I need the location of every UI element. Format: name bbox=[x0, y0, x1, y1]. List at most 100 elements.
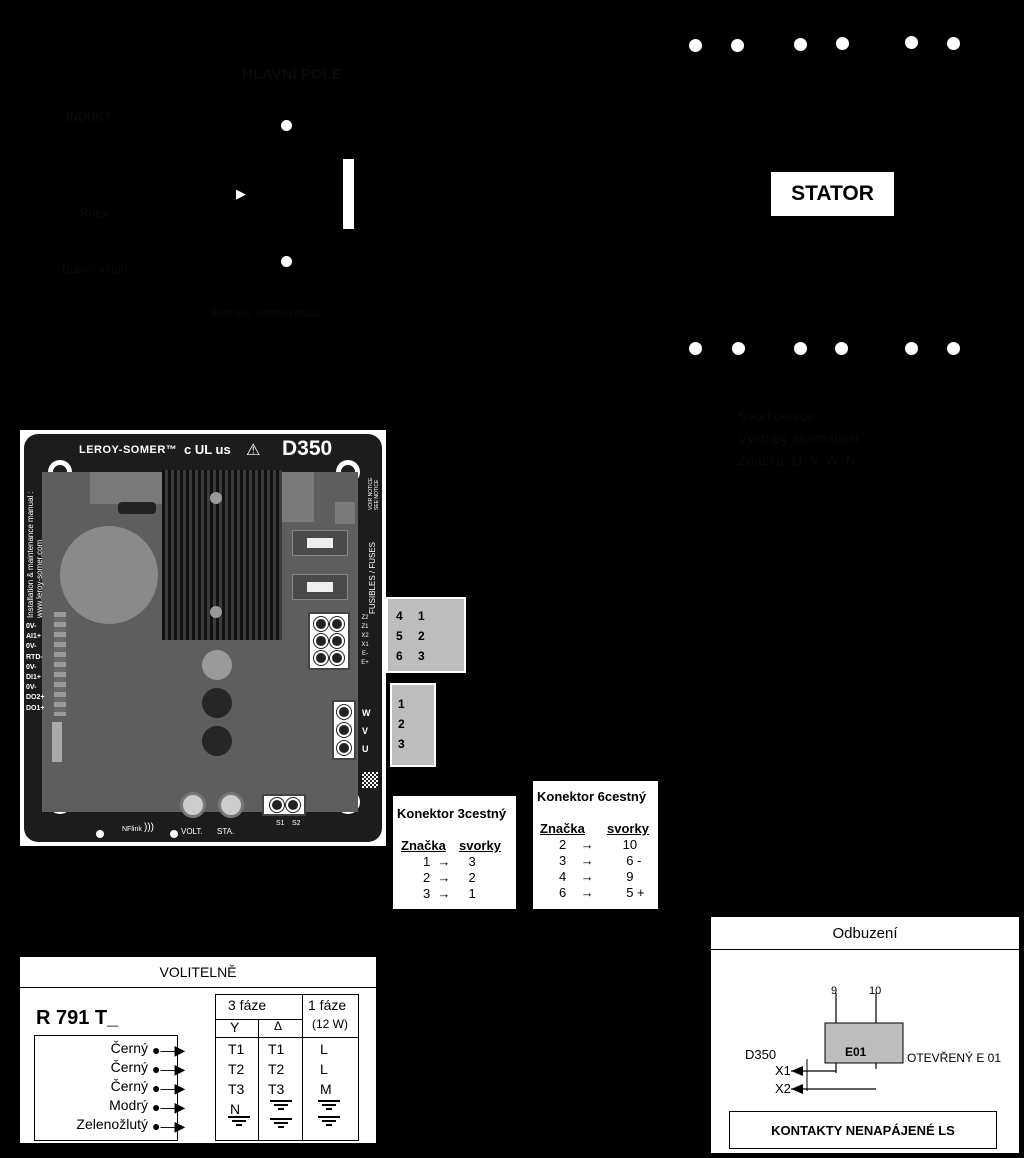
one-phase-cell: M bbox=[320, 1081, 332, 1097]
konektor3-terminal: 2 bbox=[468, 870, 476, 885]
io-pin-label: RTD- bbox=[26, 653, 43, 661]
wire-label: Modrý bbox=[109, 1097, 148, 1113]
y-cell: T3 bbox=[228, 1081, 245, 1097]
heatsink bbox=[162, 470, 282, 640]
stator-box: STATOR bbox=[771, 172, 894, 216]
terminal-10-label: 10 bbox=[869, 985, 882, 997]
odbuzeni-footer: KONTAKTY NENAPÁJENÉ LS bbox=[729, 1111, 997, 1149]
external-connector-6way: 4 1 5 2 6 3 bbox=[386, 597, 466, 673]
io-pin-label: DO1+ bbox=[26, 704, 45, 712]
capacitor bbox=[60, 526, 158, 624]
wire-arrow-icon: ●—▶ bbox=[152, 1118, 186, 1134]
qr-code-icon bbox=[362, 772, 378, 788]
odbuzeni-panel: Odbuzení 9 10 E01 OTEVŘENÝ E 01 D350 X1 … bbox=[710, 916, 1020, 1154]
delta-header: Δ bbox=[274, 1019, 283, 1033]
transformer-box bbox=[34, 1035, 178, 1141]
pot-knob[interactable] bbox=[218, 792, 244, 818]
varistor-bar bbox=[343, 159, 354, 229]
connector-pin bbox=[270, 798, 284, 812]
rotor-terminal-bottom bbox=[281, 256, 292, 267]
konektor6-col2: svorky bbox=[607, 821, 649, 836]
konektor3-row: 3 → 1 bbox=[423, 886, 493, 901]
one-phase-cell: L bbox=[320, 1061, 328, 1077]
volitelne-model: R 791 T_ bbox=[36, 1007, 119, 1029]
terminal-9-label: 9 bbox=[831, 985, 838, 997]
io-pin-label: 0V- bbox=[26, 623, 37, 630]
io-pin-label: 0V- bbox=[26, 663, 37, 671]
io-pin-label: AI1+ bbox=[26, 633, 41, 641]
konektor3-terminal: 3 bbox=[468, 854, 476, 869]
io-pin-labels: 0V- AI1+ 0V- RTD- 0V- DI1+ 0V- DO2+ DO1+ bbox=[26, 622, 66, 714]
led-indicator bbox=[202, 688, 232, 718]
connector-pin bbox=[337, 705, 351, 719]
konektor6-terminal: 6 - bbox=[626, 853, 642, 868]
arrow-icon: → bbox=[437, 854, 451, 869]
x-terminal-labels: Z2 Z1 X2 X1 E- E+ bbox=[358, 614, 372, 668]
model-name: D350 bbox=[282, 437, 333, 460]
stator-terminal bbox=[794, 38, 807, 51]
stator-terminal bbox=[689, 39, 702, 52]
connector-pin-label: 1 bbox=[398, 697, 405, 711]
one-phase-sub: (12 W) bbox=[312, 1017, 348, 1031]
ground-icon bbox=[318, 1100, 340, 1110]
diode-arrow-icon: ▶ bbox=[236, 186, 246, 201]
konektor3-col1: Značka bbox=[401, 838, 446, 853]
x-terminal-label: X2 bbox=[361, 633, 369, 639]
pot-knob[interactable] bbox=[180, 792, 206, 818]
connector-pin-label: 3 bbox=[418, 649, 425, 663]
field-winding-label: Budicí vinutí bbox=[62, 262, 128, 276]
konektor6-mark: 3 bbox=[559, 853, 567, 868]
konektor3-title: Konektor 3cestný bbox=[397, 806, 507, 821]
konektor6-mark: 6 bbox=[559, 885, 567, 900]
arrow-icon: → bbox=[580, 869, 594, 884]
konektor6-row: 4 → 9 bbox=[559, 869, 633, 884]
board-component bbox=[52, 722, 62, 762]
one-phase-cell: L bbox=[320, 1041, 328, 1057]
konektor3-row: 1 → 3 bbox=[423, 854, 493, 869]
y-cell: T2 bbox=[228, 1061, 245, 1077]
rotor-label: Rotor bbox=[80, 206, 110, 220]
stator-terminal bbox=[835, 342, 848, 355]
konektor3-col2: svorky bbox=[459, 838, 501, 853]
divider bbox=[258, 1019, 259, 1140]
board-connector-3pin bbox=[332, 700, 356, 760]
delta-cell: T2 bbox=[268, 1061, 285, 1077]
one-phase-header: 1 fáze bbox=[308, 997, 347, 1013]
arrow-icon: → bbox=[437, 886, 451, 901]
external-connector-3way: 1 2 3 bbox=[390, 683, 436, 767]
y-header: Y bbox=[230, 1019, 240, 1035]
io-pin-label: DO2+ bbox=[26, 694, 45, 702]
board-component bbox=[118, 502, 156, 514]
konektor6-terminal: 5 + bbox=[626, 885, 645, 900]
y-cell: T1 bbox=[228, 1041, 245, 1057]
x-terminal-label: Z1 bbox=[361, 624, 369, 630]
io-pin-label: DI1+ bbox=[26, 674, 41, 682]
konektor6-mark: 4 bbox=[559, 869, 567, 884]
x1-label: X1 bbox=[775, 1063, 791, 1078]
uvw-label: U bbox=[362, 744, 369, 754]
board-component bbox=[335, 502, 355, 524]
connector-pin bbox=[314, 651, 328, 665]
x-terminal-label: E- bbox=[362, 651, 368, 657]
wire-arrow-icon: ●—▶ bbox=[152, 1080, 186, 1096]
induktor-label: INDUKT bbox=[66, 110, 112, 124]
arrow-icon: → bbox=[580, 885, 594, 900]
s2-label: S2 bbox=[292, 820, 301, 827]
volitelne-header: VOLITELNĚ bbox=[20, 957, 376, 988]
io-pin-label: 0V- bbox=[26, 643, 37, 651]
connector-pin-label: 3 bbox=[398, 737, 405, 751]
fuses-side-label: FUSIBLES / FUSES bbox=[368, 541, 377, 614]
screw-icon bbox=[210, 606, 222, 618]
uvw-label: W bbox=[362, 708, 371, 718]
d350-board-panel: LEROY-SOMER™ c UL us ⚠ D350 Installation… bbox=[24, 434, 382, 842]
arrow-icon: → bbox=[580, 837, 594, 852]
s1-s2-connector bbox=[262, 794, 306, 816]
sta-label: STA. bbox=[217, 827, 235, 836]
pin-header bbox=[54, 612, 66, 716]
volt-led-icon bbox=[170, 830, 178, 838]
rectifier-label: Rotující usměrňovač bbox=[212, 306, 322, 320]
konektor6-row: 2 → 10 bbox=[559, 837, 637, 852]
x2-label: X2 bbox=[775, 1081, 791, 1096]
connector-pin bbox=[330, 634, 344, 648]
s1-label: S1 bbox=[276, 820, 285, 827]
